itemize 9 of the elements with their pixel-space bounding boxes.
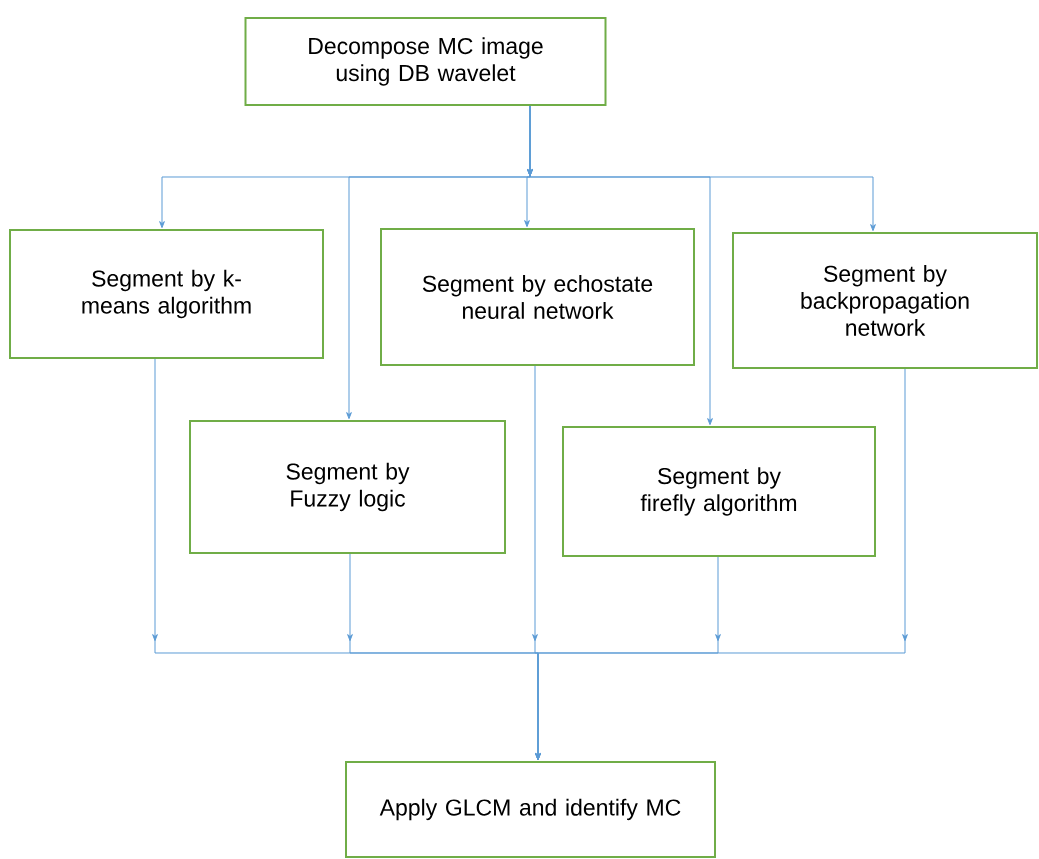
process-box: Segment by echostate neural network	[380, 228, 695, 366]
process-box: Segment by k-means algorithm	[9, 229, 324, 359]
arrow	[527, 105, 876, 232]
process-box: Decompose MC image using DB wavelet	[244, 17, 607, 106]
process-box: Segment by firefly algorithm	[562, 426, 876, 557]
process-box: Segment by Fuzzy logic	[189, 420, 506, 554]
process-box: Apply GLCM and identify MC	[345, 761, 716, 858]
arrow	[535, 368, 908, 761]
process-box: Segment by backpropagation network	[732, 232, 1038, 369]
